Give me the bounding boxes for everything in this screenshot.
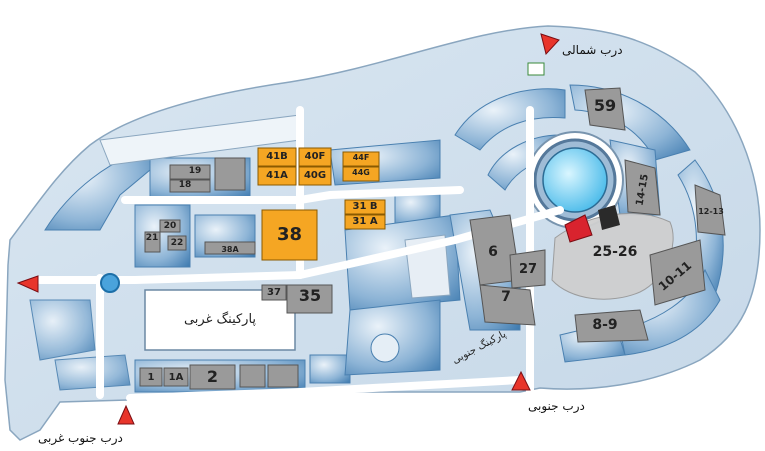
hall-label-1: 1 (147, 372, 155, 383)
hall-label-59: 59 (593, 96, 617, 115)
hall-label-27: 27 (518, 262, 538, 277)
north-gate-marker (540, 33, 560, 56)
south-gate-label: درب جنوبی (528, 399, 585, 413)
orange-halls (257, 147, 386, 261)
west-gate-marker (16, 275, 39, 293)
hall-label-41b: 41B (266, 151, 288, 162)
hall-label-40f: 40F (304, 151, 326, 162)
hall-label-38: 38 (276, 224, 303, 245)
southwest-gate-marker (117, 404, 135, 425)
south-gate-marker (511, 370, 531, 391)
north-gate-label: درب شمالی (562, 43, 623, 57)
hall-label-20: 20 (163, 221, 177, 231)
parking-sign (527, 62, 545, 76)
west-parking-label: پارکینگ غربی (183, 312, 257, 327)
hall-25-26-area (551, 205, 674, 300)
hall-label-2: 2 (206, 367, 219, 386)
hall-label-8-9: 8-9 (592, 317, 618, 333)
west-roundabout (100, 273, 120, 293)
gray-halls (139, 87, 726, 390)
hall-label-1a: 1A (168, 372, 184, 383)
hall-label-19: 19 (188, 166, 202, 176)
hall-label-31a: 31 A (352, 216, 378, 227)
hall-label-25-26: 25-26 (592, 244, 638, 260)
central-zone (99, 114, 461, 376)
hall-label-44f: 44F (352, 153, 370, 162)
southwest-gate-label: درب جنوب غربی (38, 431, 123, 445)
hall-label-35: 35 (298, 286, 322, 305)
hall-label-18: 18 (178, 180, 192, 190)
hall-label-40g: 40G (303, 170, 327, 181)
hall-label-38a: 38A (221, 245, 239, 254)
hall-label-21: 21 (145, 233, 159, 243)
hall-label-12-13: 12-13 (698, 207, 724, 216)
hall-label-31b: 31 B (352, 201, 378, 212)
hall-label-37: 37 (267, 287, 281, 298)
hall-label-41a: 41A (266, 170, 288, 181)
hall-label-22: 22 (170, 238, 184, 248)
hall-label-7: 7 (501, 289, 511, 305)
hall-label-6: 6 (488, 244, 498, 260)
gate-markers (16, 33, 560, 425)
hall-label-44g: 44G (352, 168, 370, 177)
